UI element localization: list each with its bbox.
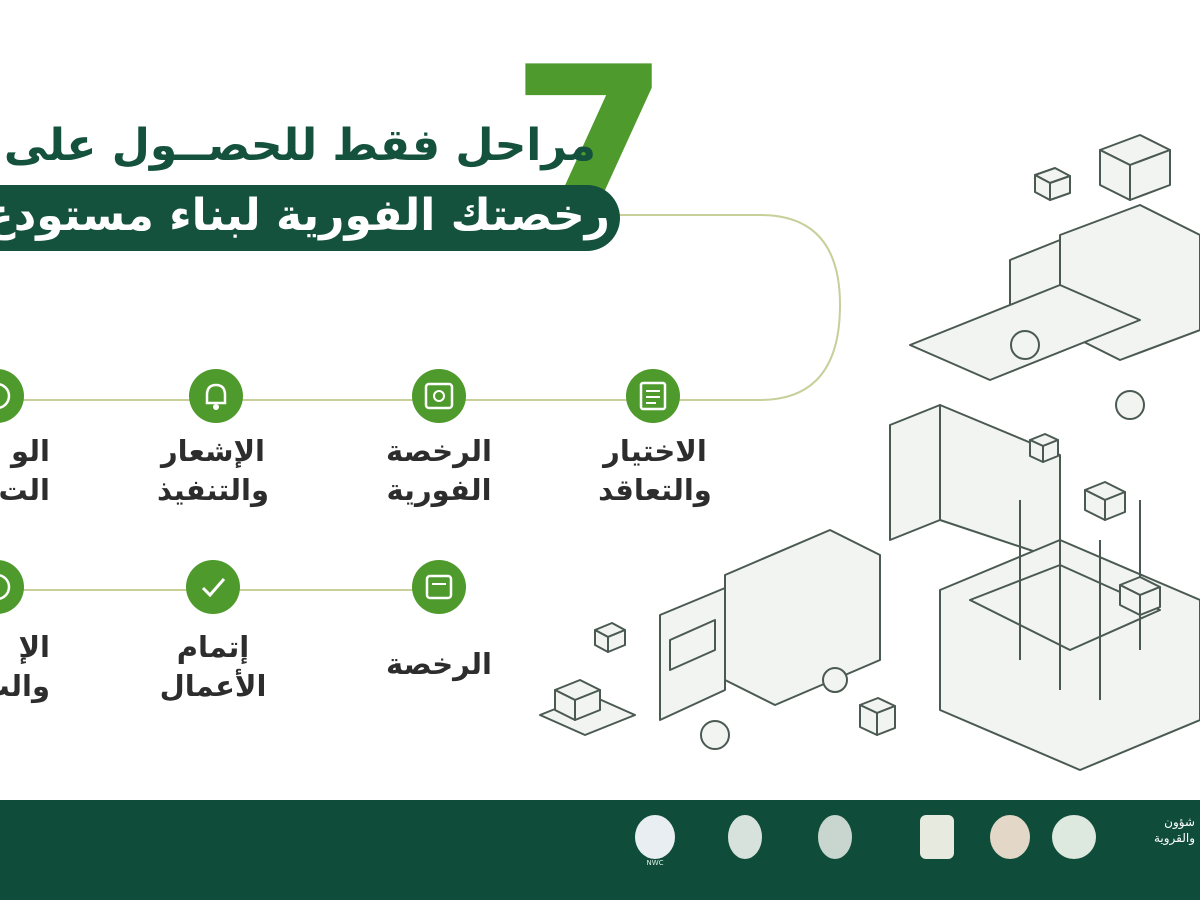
green-building-logo [920,815,954,879]
notification-icon [189,369,243,423]
permit-icon [412,369,466,423]
contract-icon [626,369,680,423]
step-label: الرخصة الفورية [386,434,492,508]
title-line-2: رخصتك الفورية لبناء مستودع [0,190,610,241]
nwc-logo: NWC [635,815,675,879]
step-label: الاختيار والتعاقد [598,434,712,508]
step-label: الإشعار والتنفيذ [157,434,269,508]
step-icon [0,560,24,614]
authority-logo [805,815,865,879]
completion-icon [186,560,240,614]
emblem-logo [1052,815,1096,879]
building-code-logo [715,815,775,879]
warehouse-illustration [539,134,1200,771]
step-icon [0,369,24,423]
step-label: إتمام الأعمال [159,630,267,704]
ministry-logo: شؤون والقروية [1153,815,1195,845]
license-icon [412,560,466,614]
civil-defense-logo [990,815,1030,879]
title-pill [0,185,620,251]
title-line-1: مراحل فقط للحصــول على [3,120,596,171]
step-label: الو الت [0,434,50,508]
step-label: الإ والت [0,630,50,704]
step-label: الرخصة [386,647,492,681]
